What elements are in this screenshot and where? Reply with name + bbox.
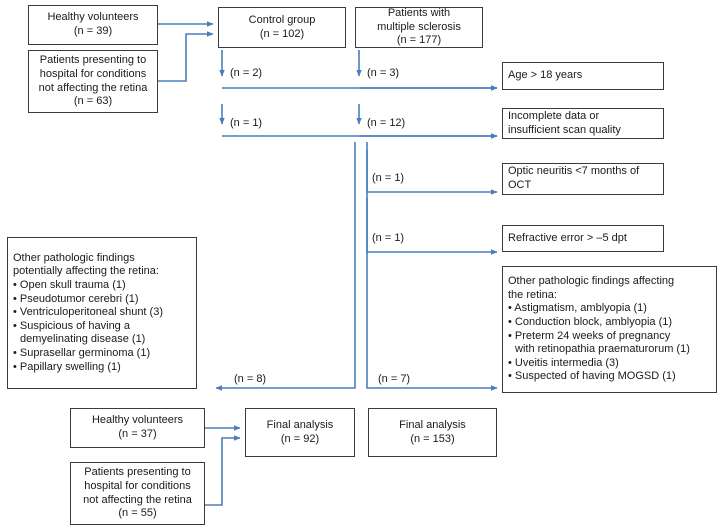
- box-other-findings-potentially-affecting-retina: Other pathologic findings potentially af…: [7, 237, 197, 389]
- patients-bottom-count: (n = 55): [118, 507, 157, 520]
- edge-label-ms-refractive: (n = 1): [372, 232, 405, 244]
- healthy-bottom-label: Healthy volunteers: [91, 414, 184, 427]
- other-left-bullet-3: • Ventriculoperitoneal shunt (3): [13, 306, 163, 319]
- box-final-analysis-control: Final analysis (n = 92): [245, 408, 355, 457]
- other-right-bullet-1: • Astigmatism, amblyopia (1): [508, 302, 647, 315]
- exclusion-incomplete-line2: insufficient scan quality: [508, 123, 621, 136]
- ms-patients-line2: multiple sclerosis: [377, 20, 461, 33]
- box-other-findings-affecting-retina: Other pathologic findings affecting the …: [502, 266, 717, 393]
- box-final-analysis-ms: Final analysis (n = 153): [368, 408, 497, 457]
- edge-label-ms-other: (n = 7): [378, 373, 411, 385]
- box-exclusion-age: Age > 18 years: [502, 62, 664, 90]
- edge-patients-bottom-to-final: [205, 435, 241, 506]
- patients-bottom-line3: not affecting the retina: [83, 493, 192, 506]
- edge-label-control-incomplete: (n = 1): [230, 117, 263, 129]
- box-exclusion-incomplete-data: Incomplete data or insufficient scan qua…: [502, 108, 664, 139]
- edge-patients-to-control: [158, 31, 214, 82]
- final-control-count: (n = 92): [280, 432, 320, 445]
- other-right-bullet-3: • Preterm 24 weeks of pregnancy: [508, 329, 671, 342]
- other-right-bullet-4: • Uveitis intermedia (3): [508, 356, 619, 369]
- other-right-line1: Other pathologic findings affecting: [508, 275, 675, 288]
- healthy-top-count: (n = 39): [73, 25, 113, 37]
- box-patients-presenting-top: Patients presenting to hospital for cond…: [28, 50, 158, 113]
- exclusion-age-label: Age > 18 years: [508, 69, 583, 82]
- other-right-bullet-2: • Conduction block, amblyopia (1): [508, 315, 673, 328]
- patients-top-count: (n = 63): [73, 95, 113, 108]
- healthy-bottom-count: (n = 37): [118, 428, 157, 440]
- other-left-bullet-1: • Open skull trauma (1): [13, 279, 126, 292]
- control-group-count: (n = 102): [259, 27, 305, 40]
- box-healthy-volunteers-bottom: Healthy volunteers (n = 37): [70, 408, 205, 448]
- edge-label-ms-optic: (n = 1): [372, 172, 405, 184]
- other-right-line2: the retina:: [508, 288, 557, 301]
- other-left-bullet-2: • Pseudotumor cerebri (1): [13, 292, 139, 305]
- control-group-label: Control group: [248, 13, 316, 26]
- ms-patients-count: (n = 177): [396, 34, 442, 47]
- patients-top-line1: Patients presenting to: [39, 54, 147, 67]
- patients-top-line2: hospital for conditions: [39, 67, 147, 80]
- edge-label-ms-age: (n = 3): [367, 67, 400, 79]
- edge-control-trunk-to-other-left: [215, 142, 356, 391]
- box-healthy-volunteers-top: Healthy volunteers (n = 39): [28, 5, 158, 45]
- other-left-bullet-4: • Suspicious of having a: [13, 319, 130, 332]
- other-right-bullet-5: • Suspected of having MOGSD (1): [508, 370, 676, 383]
- healthy-top-line1: Healthy volunteers: [47, 11, 139, 24]
- patients-bottom-line2: hospital for conditions: [84, 479, 191, 492]
- edge-ms-to-optic: [366, 150, 498, 195]
- other-left-line1: Other pathologic findings: [13, 251, 135, 264]
- ms-patients-line1: Patients with: [387, 7, 451, 20]
- patients-top-line3: not affecting the retina: [38, 81, 148, 94]
- exclusion-incomplete-line1: Incomplete data or: [508, 109, 600, 122]
- other-left-bullet-6: • Papillary swelling (1): [13, 360, 121, 373]
- edge-label-control-age: (n = 2): [230, 67, 263, 79]
- edge-label-ms-incomplete: (n = 12): [367, 117, 406, 129]
- box-ms-patients: Patients with multiple sclerosis (n = 17…: [355, 7, 483, 48]
- other-left-bullet-5: • Suprasellar germinoma (1): [13, 346, 151, 359]
- box-exclusion-optic-neuritis: Optic neuritis <7 months of OCT: [502, 163, 664, 195]
- final-ms-count: (n = 153): [410, 432, 455, 445]
- exclusion-refractive-label: Refractive error > –5 dpt: [508, 231, 627, 244]
- box-exclusion-refractive-error: Refractive error > –5 dpt: [502, 225, 664, 252]
- patients-bottom-line1: Patients presenting to: [84, 466, 191, 479]
- exclusion-optic-line2: OCT: [508, 179, 532, 191]
- final-control-label: Final analysis: [266, 418, 334, 431]
- edge-ms-to-refractive: [366, 198, 498, 255]
- box-control-group: Control group (n = 102): [218, 7, 346, 48]
- other-left-line2: potentially affecting the retina:: [13, 265, 159, 278]
- edge-label-control-other: (n = 8): [234, 373, 267, 385]
- box-patients-presenting-bottom: Patients presenting to hospital for cond…: [70, 462, 205, 525]
- exclusion-optic-line1: Optic neuritis <7 months of: [508, 165, 640, 178]
- final-ms-label: Final analysis: [399, 418, 466, 431]
- other-left-bullet-4-cont: demyelinating disease (1): [20, 333, 146, 346]
- other-right-bullet-3-cont: with retinopathia praematurorum (1): [515, 343, 690, 356]
